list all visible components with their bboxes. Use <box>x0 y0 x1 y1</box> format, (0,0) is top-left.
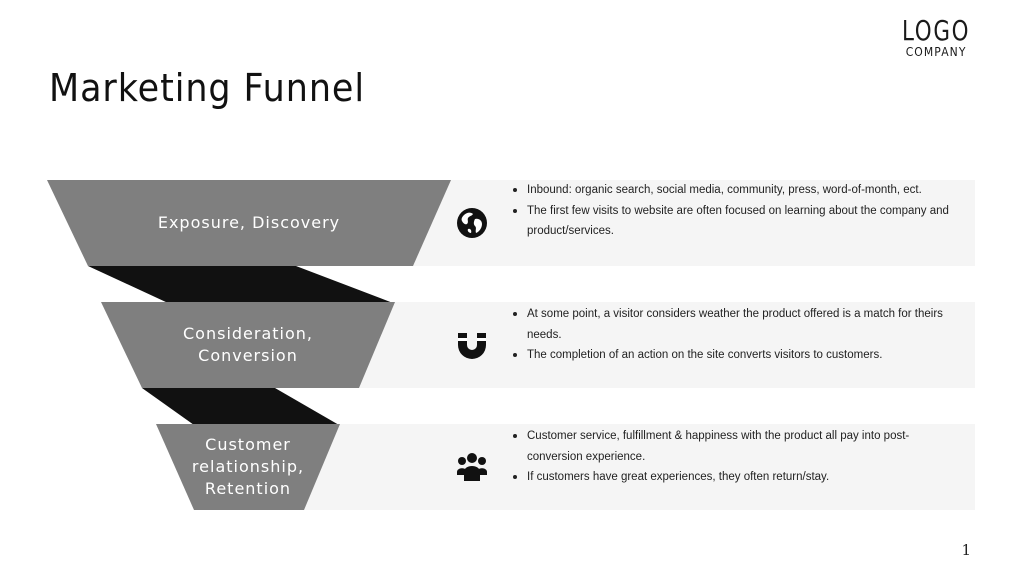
stage-1-bullet-2: The first few visits to website are ofte… <box>513 201 968 242</box>
stage-1-bullets: Inbound: organic search, social media, c… <box>513 180 968 242</box>
stage-2-bullet-1: At some point, a visitor considers weath… <box>513 304 958 345</box>
stage-3-bullet-1: Customer service, fulfillment & happines… <box>513 426 958 467</box>
stage-label-3: Customer relationship, Retention <box>168 424 328 510</box>
funnel-band-1 <box>47 180 451 266</box>
stage-2-bullet-2: The completion of an action on the site … <box>513 345 958 366</box>
stage-label-2: Consideration, Conversion <box>118 302 378 388</box>
funnel-band-3 <box>156 424 340 510</box>
stage-label-3-line-3: Retention <box>204 479 292 498</box>
stage-3-bullet-2: If customers have great experiences, the… <box>513 467 958 488</box>
logo-subtext: COMPANY <box>905 45 967 59</box>
company-logo: LOGO COMPANY <box>896 14 976 60</box>
users-icon <box>457 453 487 481</box>
page-number: 1 <box>961 541 971 559</box>
logo-text: LOGO <box>901 14 970 47</box>
stage-3-bullets: Customer service, fulfillment & happines… <box>513 426 958 488</box>
stage-row-bg-3 <box>303 424 975 510</box>
funnel-band-2 <box>101 302 395 388</box>
stage-1-bullet-1: Inbound: organic search, social media, c… <box>513 180 968 201</box>
stage-label-1-line-1: Exposure, Discovery <box>157 213 341 232</box>
funnel-connector-2 <box>142 388 339 425</box>
stage-2-bullets: At some point, a visitor considers weath… <box>513 304 958 366</box>
stage-label-2-line-2: Conversion <box>198 346 298 365</box>
slide-title: Marketing Funnel <box>49 66 365 110</box>
stage-label-3-line-2: relationship, <box>191 457 305 476</box>
stage-row-bg-1 <box>412 180 975 266</box>
stage-label-3-line-1: Customer <box>205 435 291 454</box>
stage-label-2-line-1: Consideration, <box>183 324 313 343</box>
stage-label-1: Exposure, Discovery <box>88 180 410 266</box>
magnet-icon <box>458 333 486 359</box>
funnel-connector-1 <box>88 266 393 303</box>
globe-icon <box>457 208 487 238</box>
